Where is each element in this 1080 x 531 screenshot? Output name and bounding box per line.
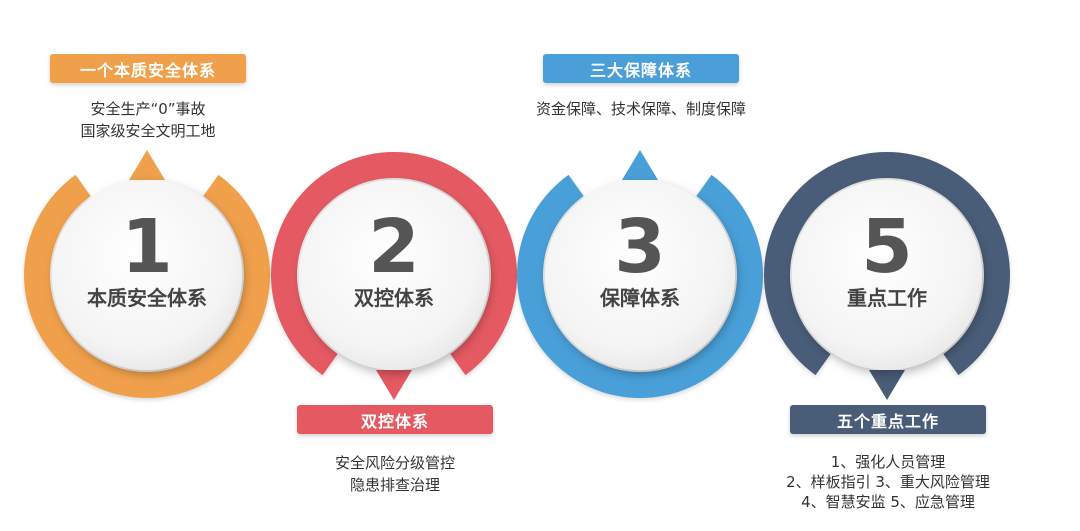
stage2-label-pill: 双控体系 bbox=[297, 405, 493, 434]
stage3-desc-line-1: 资金保障、技术保障、制度保障 bbox=[535, 100, 746, 118]
stage1-desc-line-2: 国家级安全文明工地 bbox=[80, 122, 216, 140]
stage2-title: 双控体系 bbox=[354, 286, 434, 310]
stage4-label-pill: 五个重点工作 bbox=[790, 405, 986, 434]
stage3-label-pill: 三大保障体系 bbox=[543, 54, 739, 83]
stage4-desc-line-2: 2、样板指引 3、重大风险管理 bbox=[786, 473, 990, 491]
stage4-label-title: 五个重点工作 bbox=[836, 411, 939, 431]
stage3-description: 资金保障、技术保障、制度保障 bbox=[511, 98, 771, 120]
stage3-label-title: 三大保障体系 bbox=[589, 60, 692, 80]
stage4-desc-line-3: 4、智慧安监 5、应急管理 bbox=[801, 493, 975, 511]
stage4-title: 重点工作 bbox=[847, 286, 927, 310]
stage2-desc-line-2: 隐患排查治理 bbox=[349, 476, 440, 494]
stage2-disc bbox=[299, 180, 489, 370]
stage1-disc bbox=[52, 180, 242, 370]
stage1-desc-line-1: 安全生产“0”事故 bbox=[90, 100, 206, 118]
stage2-description: 安全风险分级管控 隐患排查治理 bbox=[295, 452, 495, 496]
stage4-number: 5 bbox=[861, 204, 913, 290]
stage3-disc bbox=[545, 180, 735, 370]
stage1-pointer-icon bbox=[129, 150, 165, 180]
stage1-number: 1 bbox=[121, 204, 173, 290]
stage3-title: 保障体系 bbox=[599, 286, 680, 310]
stage4-disc bbox=[792, 180, 982, 370]
stage2-number: 2 bbox=[368, 204, 420, 290]
stage1-title: 本质安全体系 bbox=[87, 286, 207, 310]
stage4-pointer-icon bbox=[869, 370, 905, 400]
stage2-desc-line-1: 安全风险分级管控 bbox=[334, 454, 455, 472]
stage1-description: 安全生产“0”事故 国家级安全文明工地 bbox=[48, 98, 248, 142]
stage4-desc-line-1: 1、强化人员管理 bbox=[830, 453, 946, 471]
stage3-number: 3 bbox=[614, 204, 666, 290]
stage1-label-pill: 一个本质安全体系 bbox=[50, 54, 246, 83]
stage2-label-title: 双控体系 bbox=[360, 411, 429, 431]
stage4-description: 1、强化人员管理 2、样板指引 3、重大风险管理 4、智慧安监 5、应急管理 bbox=[760, 452, 1016, 512]
stage3-pointer-icon bbox=[622, 150, 658, 180]
stage1-label-title: 一个本质安全体系 bbox=[79, 60, 216, 80]
stage2-pointer-icon bbox=[376, 370, 412, 400]
